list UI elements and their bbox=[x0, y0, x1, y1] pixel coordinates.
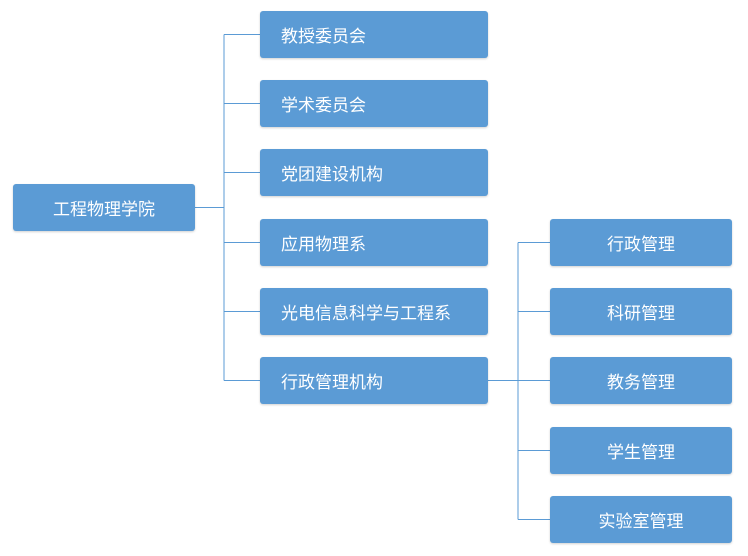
department-node-label: 学术委员会 bbox=[281, 96, 366, 116]
admin-unit-node-academic-affairs: 教务管理 bbox=[550, 357, 732, 404]
department-node-label: 教授委员会 bbox=[281, 27, 366, 47]
admin-unit-node-label: 实验室管理 bbox=[598, 512, 684, 532]
department-node-administration: 行政管理机构 bbox=[260, 357, 488, 404]
admin-unit-node-student-affairs: 学生管理 bbox=[550, 427, 732, 474]
department-node-label: 行政管理机构 bbox=[281, 373, 383, 393]
department-node-optoelectronics: 光电信息科学与工程系 bbox=[260, 288, 488, 335]
admin-unit-node-label: 学生管理 bbox=[607, 443, 675, 463]
department-node-label: 光电信息科学与工程系 bbox=[281, 304, 451, 324]
department-node-professor-committee: 教授委员会 bbox=[260, 11, 488, 58]
admin-unit-node-administrative: 行政管理 bbox=[550, 219, 732, 266]
admin-unit-node-label: 科研管理 bbox=[607, 304, 675, 324]
admin-unit-node-research: 科研管理 bbox=[550, 288, 732, 335]
department-node-applied-physics: 应用物理系 bbox=[260, 219, 488, 266]
department-node-label: 党团建设机构 bbox=[281, 165, 383, 185]
department-node-academic-committee: 学术委员会 bbox=[260, 80, 488, 127]
admin-unit-node-label: 教务管理 bbox=[607, 373, 675, 393]
department-node-party-organization: 党团建设机构 bbox=[260, 149, 488, 196]
admin-unit-node-laboratory: 实验室管理 bbox=[550, 496, 732, 543]
department-node-label: 应用物理系 bbox=[281, 235, 366, 255]
root-node: 工程物理学院 bbox=[13, 184, 195, 231]
admin-unit-node-label: 行政管理 bbox=[607, 235, 675, 255]
root-node-label: 工程物理学院 bbox=[53, 200, 155, 220]
